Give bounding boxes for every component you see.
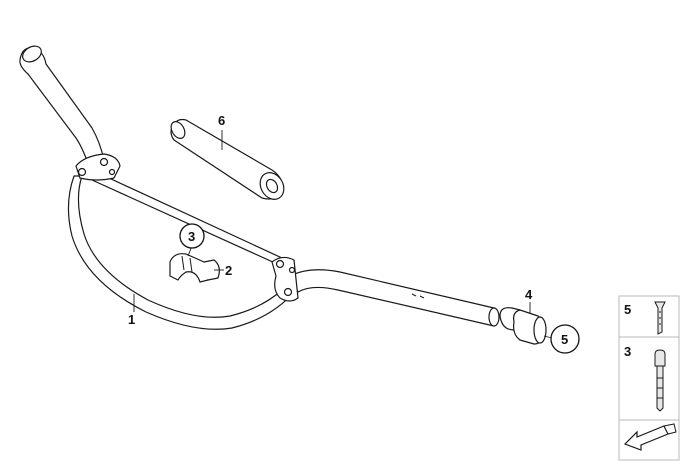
- socket-head-screw-icon: [654, 349, 666, 412]
- handlebar: [19, 45, 500, 330]
- navigation-arrow-icon: [623, 423, 677, 451]
- legend-number-3: 3: [624, 344, 631, 359]
- legend-number-5: 5: [624, 302, 631, 317]
- callout-6: 6: [218, 113, 225, 128]
- callout-3: 3: [188, 229, 195, 244]
- callout-1: 1: [128, 312, 135, 327]
- callout-3-circle: [179, 223, 205, 249]
- screw-legend-panel: 5 3: [618, 295, 680, 461]
- callout-5-circle: [550, 324, 580, 354]
- bar-end-part-4: [499, 307, 547, 345]
- countersunk-screw-icon: [654, 301, 666, 335]
- callout-4: 4: [525, 287, 533, 302]
- callout-2: 2: [225, 263, 232, 278]
- callout-5: 5: [561, 332, 568, 347]
- grip-part-6: [170, 118, 285, 200]
- clamp-part-2: [169, 253, 220, 283]
